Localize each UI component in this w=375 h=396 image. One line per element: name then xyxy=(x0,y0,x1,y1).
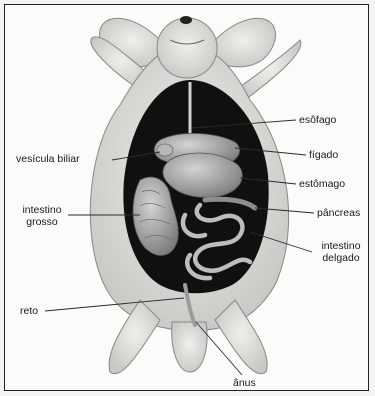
label-figado: fígado xyxy=(309,149,338,161)
label-esofago: esôfago xyxy=(299,114,336,126)
label-estomago: estômago xyxy=(299,178,345,190)
label-intestino-delgado-line1: intestino xyxy=(313,240,369,252)
label-intestino-delgado: intestino delgado xyxy=(313,240,369,264)
label-intestino-grosso-line2: grosso xyxy=(16,216,68,228)
label-intestino-grosso: intestino grosso xyxy=(16,204,68,228)
label-vesicula-biliar: vesícula biliar xyxy=(16,153,80,165)
label-intestino-delgado-line2: delgado xyxy=(313,252,369,264)
label-intestino-grosso-line1: intestino xyxy=(16,204,68,216)
nose xyxy=(180,16,192,24)
label-anus: ânus xyxy=(233,377,256,389)
tail-area xyxy=(172,322,207,372)
gallbladder xyxy=(157,144,173,156)
label-pancreas: pâncreas xyxy=(317,207,360,219)
label-reto: reto xyxy=(20,305,38,317)
rabbit-head xyxy=(157,18,217,78)
